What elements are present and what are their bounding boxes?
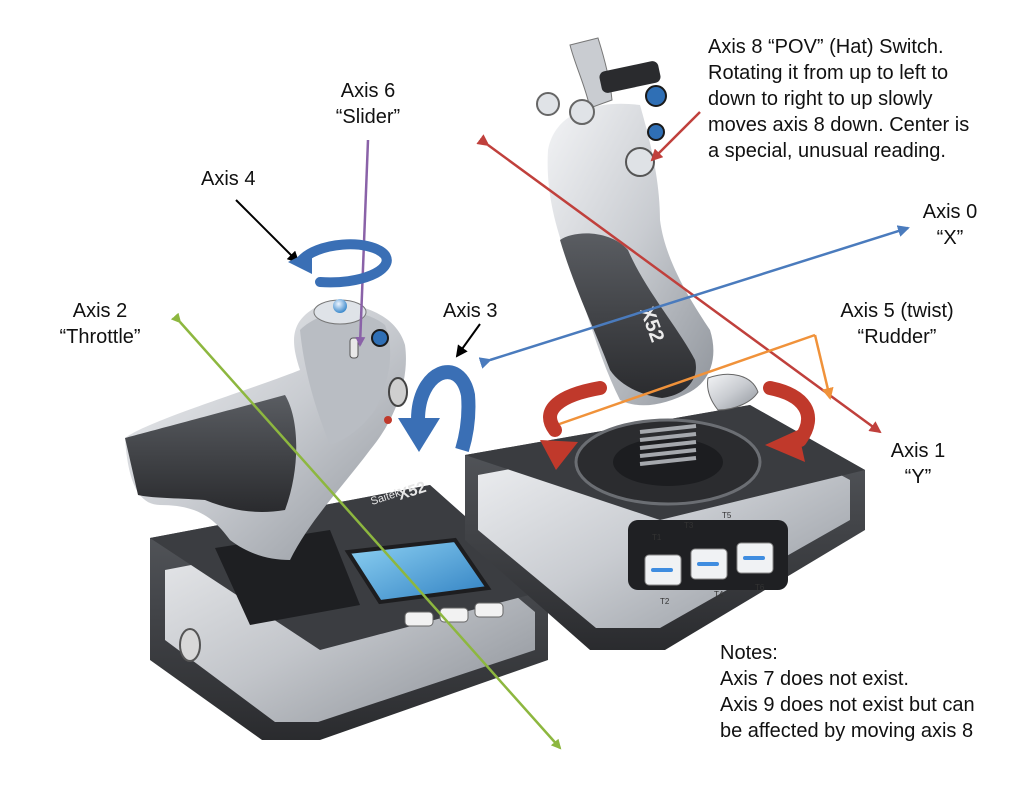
button-label-t2: T2 bbox=[660, 597, 670, 606]
label-axis3-name: Axis 3 bbox=[443, 300, 498, 322]
axis3-arrow bbox=[455, 323, 481, 358]
notes-block: Notes: Axis 7 does not exist. Axis 9 doe… bbox=[720, 640, 975, 744]
label-axis4-name: Axis 4 bbox=[201, 168, 256, 190]
button-label-t6: T6 bbox=[755, 583, 765, 592]
label-axis1-name: Axis 1 bbox=[890, 440, 946, 462]
button-label-t5: T5 bbox=[722, 511, 732, 520]
label-axis5-alias: “Rudder” bbox=[857, 326, 937, 348]
label-axis2-alias: “Throttle” bbox=[59, 326, 141, 348]
label-axis1: Axis 1 “Y” bbox=[878, 438, 958, 490]
label-axis8-line-3: down to right to up slowly bbox=[708, 88, 933, 110]
axis4-arrow bbox=[235, 199, 300, 264]
label-axis8: Axis 8 “POV” (Hat) Switch. Rotating it f… bbox=[708, 34, 969, 164]
axis5-arrow bbox=[813, 334, 834, 400]
axis5-rotation-icon bbox=[540, 381, 816, 470]
label-axis6: Axis 6 “Slider” bbox=[318, 78, 418, 130]
axis5-arrow-left bbox=[546, 333, 816, 431]
notes-line-2: Axis 9 does not exist but can bbox=[720, 694, 975, 716]
axis3-rotation-icon bbox=[398, 365, 476, 453]
axis2-arrow bbox=[170, 312, 562, 750]
label-axis8-line-1: Axis 8 “POV” (Hat) Switch. bbox=[708, 36, 944, 58]
label-axis2-name: Axis 2 bbox=[72, 300, 128, 322]
label-axis5: Axis 5 (twist) “Rudder” bbox=[822, 298, 972, 350]
label-axis0-name: Axis 0 bbox=[922, 201, 978, 223]
axis8-arrow bbox=[650, 111, 701, 162]
label-axis0-alias: “X” bbox=[936, 227, 964, 249]
label-axis1-alias: “Y” bbox=[904, 466, 932, 488]
label-axis8-line-2: Rotating it from up to left to bbox=[708, 62, 949, 84]
button-label-t3: T3 bbox=[684, 521, 694, 530]
label-axis2: Axis 2 “Throttle” bbox=[40, 298, 160, 350]
label-axis8-line-4: moves axis 8 down. Center is bbox=[708, 114, 970, 136]
hat-switch bbox=[625, 147, 655, 177]
button-label-t4: T4 bbox=[714, 590, 724, 599]
label-axis4: Axis 4 bbox=[201, 166, 255, 192]
label-axis0: Axis 0 “X” bbox=[910, 199, 990, 251]
label-axis5-name: Axis 5 (twist) bbox=[840, 300, 954, 322]
label-axis8-line-5: a special, unusual reading. bbox=[708, 140, 946, 162]
label-axis3: Axis 3 bbox=[443, 298, 497, 324]
notes-line-3: be affected by moving axis 8 bbox=[720, 720, 974, 742]
button-label-t1: T1 bbox=[652, 533, 662, 542]
axis4-rotation-icon bbox=[288, 239, 392, 288]
label-axis6-name: Axis 6 bbox=[340, 80, 396, 102]
label-axis6-alias: “Slider” bbox=[335, 106, 401, 128]
notes-title: Notes: bbox=[720, 642, 778, 664]
notes-line-1: Axis 7 does not exist. bbox=[720, 668, 909, 690]
